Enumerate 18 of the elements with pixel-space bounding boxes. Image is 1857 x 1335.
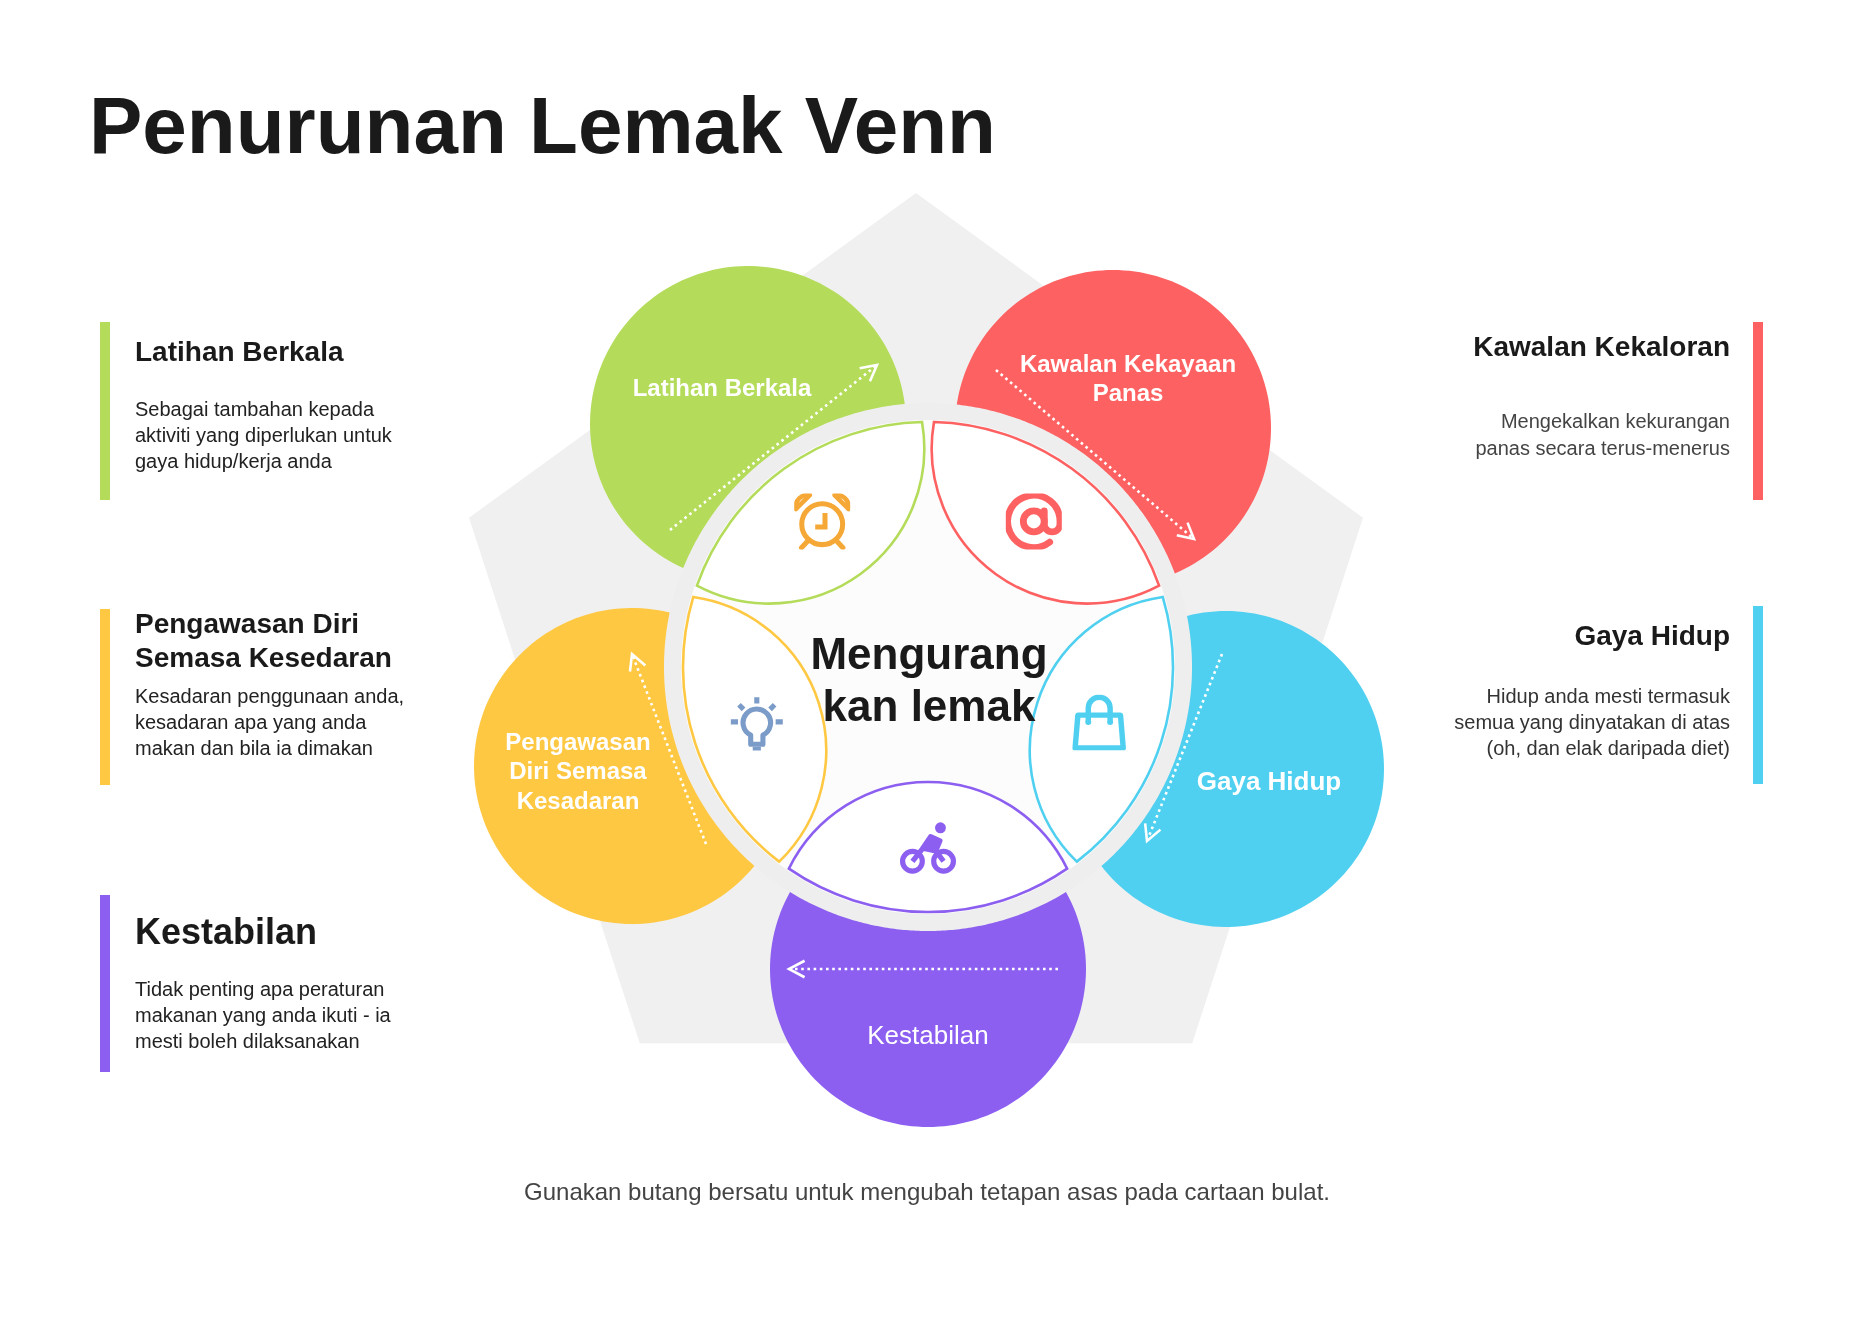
section-heading: Latihan Berkala xyxy=(135,335,344,369)
section-description: Mengekalkan kekurangan panas secara terus-menerus xyxy=(1474,409,1730,461)
circle-label: Kawalan Kekayaan Panas xyxy=(1018,348,1238,408)
section-description: Kesadaran penggunaan anda, kesadaran apa yang anda makan dan bila ia dimakan xyxy=(135,684,406,761)
circle-label: Gaya Hidup xyxy=(1195,766,1343,798)
circle-label: Latihan Berkala xyxy=(631,373,813,403)
circle-label: Kestabilan xyxy=(866,1020,990,1052)
circle-label: Pengawasan Diri Semasa Kesadaran xyxy=(504,727,652,815)
caption: Gunakan butang bersatu untuk mengubah tetapan asas pada cartaan bulat. xyxy=(524,1178,1330,1207)
section-heading: Gaya Hidup xyxy=(1574,619,1730,653)
section-heading: Pengawasan Diri Semasa Kesedaran xyxy=(135,607,393,675)
section-heading: Kawalan Kekaloran xyxy=(1473,330,1730,364)
section-description: Tidak penting apa peraturan makanan yang anda ikuti - ia mesti boleh dilaksanakan xyxy=(135,977,392,1054)
center-label: Mengurang kan lemak xyxy=(809,628,1049,732)
section-description: Hidup anda mesti termasuk semua yang dinyatakan di atas (oh, dan elak daripada diet) xyxy=(1453,684,1730,761)
section-description: Sebagai tambahan kepada aktiviti yang diperlukan untuk gaya hidup/kerja anda xyxy=(135,397,393,474)
section-heading: Kestabilan xyxy=(135,910,318,954)
title: Penurunan Lemak Venn xyxy=(89,80,996,172)
